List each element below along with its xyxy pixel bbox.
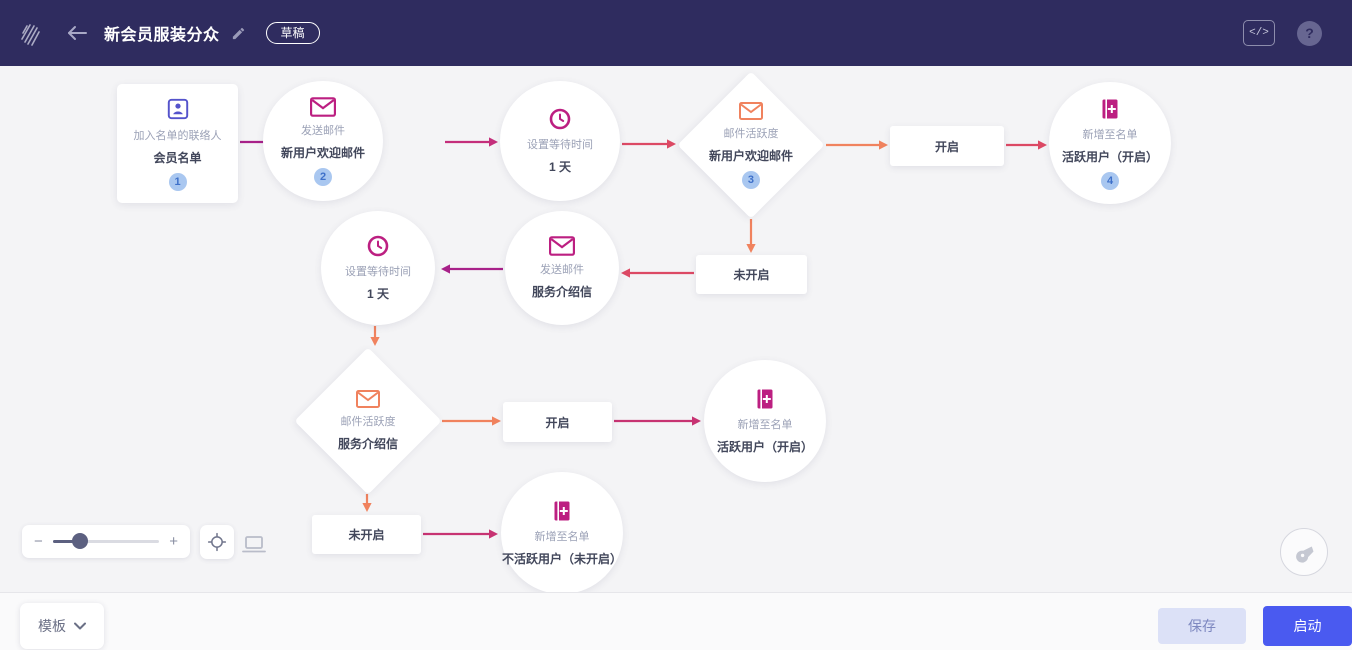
guide-whistle-button[interactable] bbox=[1280, 528, 1328, 576]
template-dropdown[interactable]: 模板 bbox=[20, 603, 104, 649]
node-name: 活跃用户（开启） bbox=[716, 440, 813, 454]
node-name: 新用户欢迎邮件 bbox=[708, 148, 793, 163]
edge-label-not-opened[interactable]: 未开启 bbox=[696, 255, 807, 294]
node-type-label: 设置等待时间 bbox=[527, 139, 593, 151]
node-email-activity-intro[interactable]: 邮件活跃度 服务介绍信 bbox=[294, 347, 442, 495]
node-type-label: 邮件活跃度 bbox=[723, 127, 779, 140]
page-title: 新会员服装分众 bbox=[104, 27, 220, 44]
node-send-email-welcome[interactable]: 发送邮件 新用户欢迎邮件 2 bbox=[263, 81, 383, 201]
node-name: 活跃用户（开启） bbox=[1061, 149, 1158, 164]
step-badge: 4 bbox=[1101, 171, 1119, 190]
node-name: 不活跃用户（未开启） bbox=[501, 552, 622, 566]
brand-logo-icon bbox=[14, 13, 48, 53]
node-name: 1 天 bbox=[548, 160, 571, 174]
node-type-label: 加入名单的联络人 bbox=[133, 130, 222, 142]
edge-label-not-opened-2[interactable]: 未开启 bbox=[312, 515, 421, 554]
contact-card-icon bbox=[165, 96, 191, 122]
launch-button[interactable]: 启动 bbox=[1263, 606, 1352, 646]
step-badge: 2 bbox=[314, 167, 332, 186]
zoom-slider-thumb[interactable] bbox=[71, 533, 88, 549]
chevron-down-icon bbox=[74, 622, 86, 630]
add-to-list-icon bbox=[753, 387, 777, 411]
node-name: 服务介绍信 bbox=[531, 285, 592, 299]
device-preview-icon[interactable] bbox=[240, 534, 268, 556]
node-add-to-list-active[interactable]: 新增至名单 活跃用户（开启） 4 bbox=[1049, 82, 1171, 204]
node-name: 服务介绍信 bbox=[337, 437, 398, 451]
step-badge: 1 bbox=[168, 173, 187, 191]
node-type-label: 发送邮件 bbox=[540, 264, 584, 276]
node-type-label: 新增至名单 bbox=[1082, 128, 1138, 141]
node-email-activity-welcome[interactable]: 邮件活跃度 新用户欢迎邮件 3 bbox=[677, 71, 825, 219]
node-wait-1day[interactable]: 设置等待时间 1 天 bbox=[500, 81, 620, 201]
node-type-label: 设置等待时间 bbox=[345, 266, 411, 278]
node-type-label: 邮件活跃度 bbox=[340, 416, 396, 428]
clock-icon bbox=[548, 107, 572, 131]
node-add-to-list-active-2[interactable]: 新增至名单 活跃用户（开启） bbox=[704, 360, 826, 482]
bottom-bar: 模板 保存 启动 bbox=[0, 592, 1352, 650]
back-button[interactable] bbox=[62, 18, 92, 48]
node-name: 新用户欢迎邮件 bbox=[280, 145, 365, 160]
email-icon bbox=[310, 96, 336, 117]
node-type-label: 发送邮件 bbox=[301, 124, 345, 137]
email-activity-icon bbox=[355, 390, 380, 408]
node-add-to-list-inactive[interactable]: 新增至名单 不活跃用户（未开启） bbox=[501, 472, 623, 592]
edit-title-icon[interactable] bbox=[228, 22, 250, 44]
help-button[interactable]: ? bbox=[1297, 20, 1322, 46]
step-badge: 3 bbox=[741, 170, 760, 189]
email-icon bbox=[549, 236, 575, 256]
node-type-label: 新增至名单 bbox=[737, 419, 793, 431]
top-header: 新会员服装分众 草稿 </> ? bbox=[0, 0, 1352, 66]
edge-label-opened-2[interactable]: 开启 bbox=[503, 402, 612, 442]
node-send-email-intro[interactable]: 发送邮件 服务介绍信 bbox=[505, 211, 619, 325]
template-dropdown-label: 模板 bbox=[38, 618, 66, 634]
zoom-in-button[interactable]: + bbox=[169, 533, 178, 550]
clock-icon bbox=[366, 234, 390, 258]
save-button[interactable]: 保存 bbox=[1158, 608, 1246, 644]
node-type-label: 新增至名单 bbox=[534, 531, 590, 543]
node-name: 1 天 bbox=[366, 287, 389, 301]
node-wait-1day-2[interactable]: 设置等待时间 1 天 bbox=[321, 211, 435, 325]
zoom-out-button[interactable]: − bbox=[34, 533, 43, 550]
flow-canvas[interactable]: 加入名单的联络人 会员名单 1 发送邮件 新用户欢迎邮件 2 bbox=[0, 66, 1352, 592]
add-to-list-icon bbox=[550, 499, 574, 523]
node-name: 会员名单 bbox=[153, 151, 202, 165]
zoom-control: − + bbox=[22, 525, 190, 558]
header-actions: </> ? bbox=[1243, 20, 1322, 46]
email-activity-icon bbox=[738, 101, 763, 120]
edge-label-opened[interactable]: 开启 bbox=[890, 126, 1004, 166]
zoom-slider-fill bbox=[52, 540, 79, 543]
add-to-list-icon bbox=[1098, 97, 1122, 121]
node-list-contacts[interactable]: 加入名单的联络人 会员名单 1 bbox=[117, 84, 238, 203]
fit-to-screen-button[interactable] bbox=[200, 525, 234, 559]
code-view-button[interactable]: </> bbox=[1243, 20, 1275, 46]
status-badge: 草稿 bbox=[265, 22, 320, 44]
zoom-slider[interactable] bbox=[52, 533, 160, 549]
